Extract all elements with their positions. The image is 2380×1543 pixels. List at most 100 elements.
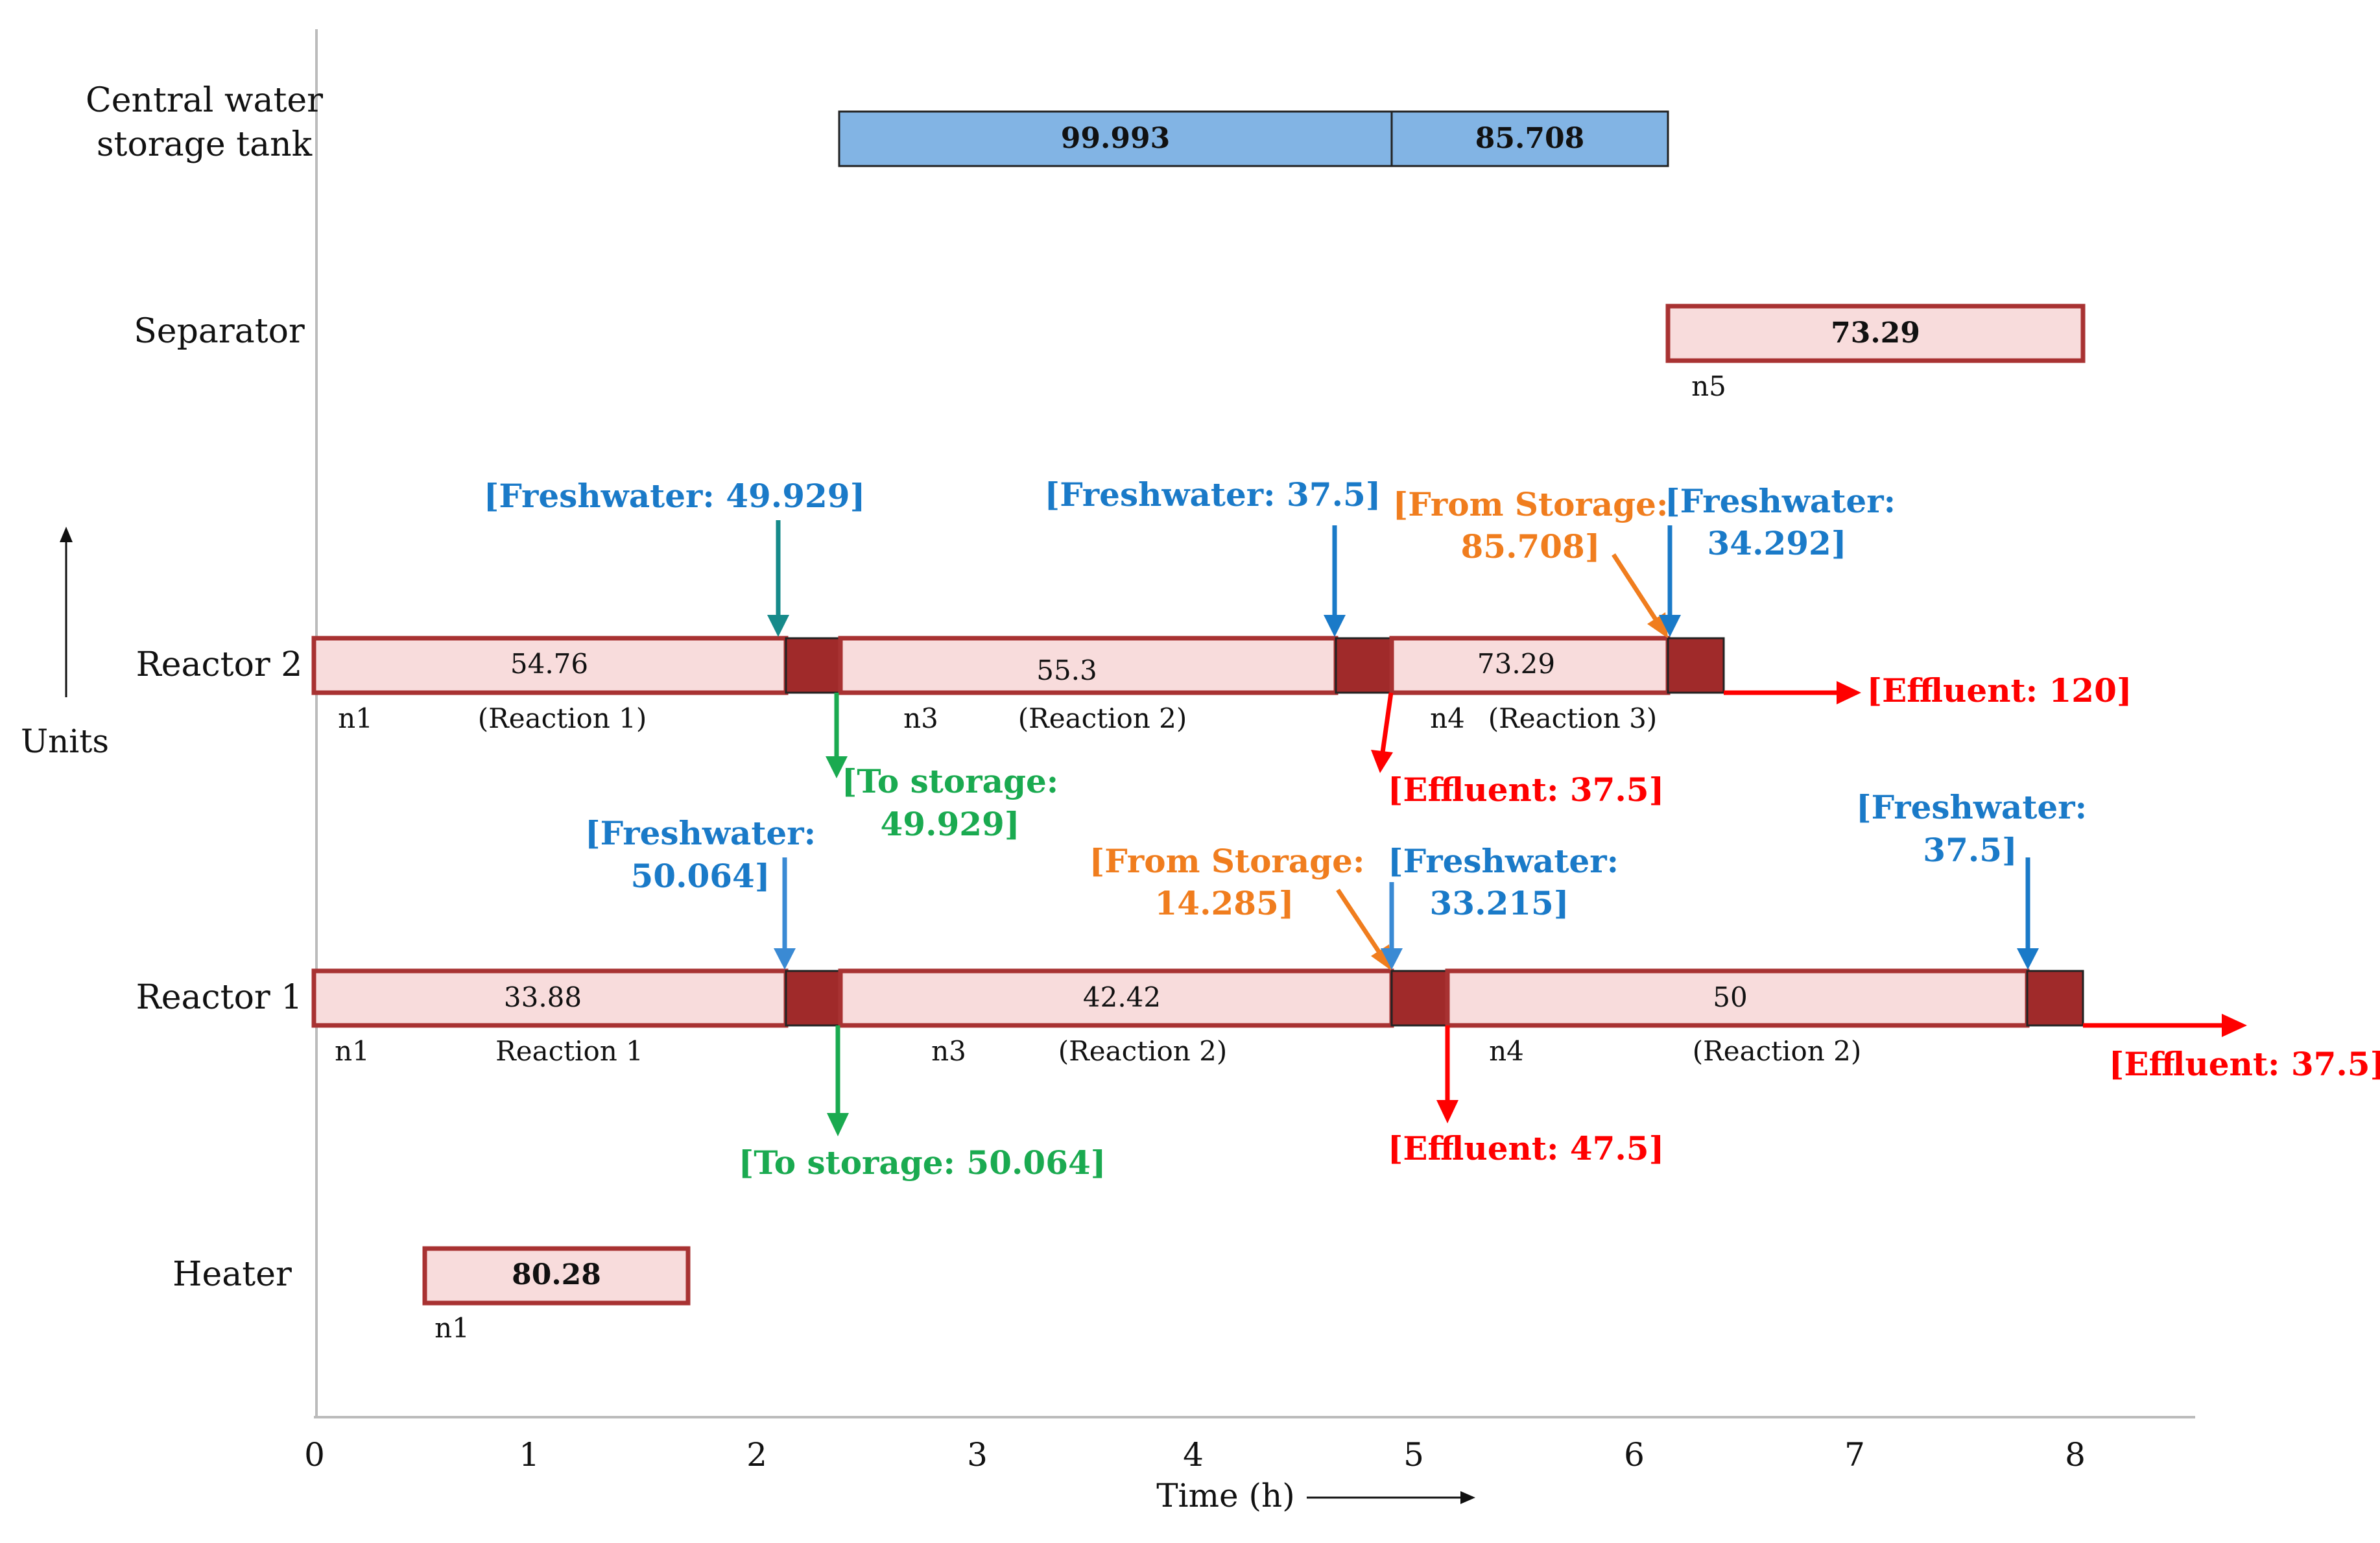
reactor2-task: (Reaction 1) bbox=[478, 702, 647, 734]
reactor1-segment bbox=[1445, 968, 2030, 1028]
x-tick-label: 3 bbox=[967, 1436, 988, 1474]
reactor1-freshwater-label: [Freshwater: bbox=[1856, 788, 2087, 826]
reactor1-effluent-label: [Effluent: 37.5] bbox=[2109, 1045, 2380, 1083]
reactor1-task: (Reaction 2) bbox=[1693, 1035, 1862, 1067]
reactor1-from-storage-arrow bbox=[1336, 889, 1391, 970]
reactor1-segment-value: 42.42 bbox=[1083, 981, 1161, 1013]
reactor2-event: n3 bbox=[903, 702, 938, 734]
reactor2-from-storage-label: 85.708] bbox=[1460, 527, 1600, 566]
unit-label-heater: Heater bbox=[173, 1255, 292, 1294]
reactor2-freshwater-label: [Freshwater: 37.5] bbox=[1045, 475, 1381, 514]
reactor1-segment-value: 50 bbox=[1713, 981, 1747, 1013]
reactor2-segment-value: 54.76 bbox=[510, 648, 588, 680]
reactor1-event: n3 bbox=[931, 1035, 966, 1067]
x-tick-label: 8 bbox=[2065, 1436, 2086, 1474]
reactor2-effluent-arrow bbox=[1371, 692, 1394, 773]
reactor1-to-storage-label: [To storage: 50.064] bbox=[739, 1143, 1106, 1182]
reactor2-bar: 54.76 55.3 73.29 n1 (Reaction 1) n3 (Rea… bbox=[311, 475, 2132, 843]
x-axis-arrow bbox=[1307, 1491, 1475, 1504]
tank-bar: 99.993 85.708 bbox=[838, 110, 1669, 167]
reactor1-transfer bbox=[1390, 970, 1449, 1027]
separator-bar: 73.29 n5 bbox=[1665, 304, 2086, 402]
reactor2-transfer bbox=[1335, 637, 1393, 694]
reactor1-freshwater-arrow bbox=[1381, 882, 1403, 970]
reactor1-freshwater-label: 50.064] bbox=[630, 857, 770, 895]
reactor2-event: n1 bbox=[338, 702, 373, 734]
reactor2-task: (Reaction 2) bbox=[1018, 702, 1187, 734]
reactor2-freshwater-label: 34.292] bbox=[1707, 524, 1846, 562]
reactor1-task: Reaction 1 bbox=[495, 1035, 643, 1067]
reactor1-freshwater-arrow bbox=[2017, 857, 2039, 970]
reactor2-task: (Reaction 3) bbox=[1488, 702, 1658, 734]
unit-label-reactor1: Reactor 1 bbox=[136, 978, 303, 1017]
tank-segment bbox=[1390, 110, 1669, 167]
reactor1-transfer bbox=[2026, 970, 2084, 1027]
unit-label-separator: Separator bbox=[134, 312, 305, 351]
reactor1-freshwater-label: [Freshwater: bbox=[1388, 842, 1619, 880]
y-axis-label: Units bbox=[21, 723, 109, 760]
heater-event: n1 bbox=[434, 1312, 470, 1344]
x-tick-label: 2 bbox=[746, 1436, 767, 1474]
reactor1-segment bbox=[311, 968, 789, 1028]
reactor2-freshwater-arrow bbox=[1324, 525, 1346, 637]
x-tick-label: 5 bbox=[1403, 1436, 1424, 1474]
reactor1-segment bbox=[838, 968, 1394, 1028]
separator-value: 73.29 bbox=[1831, 317, 1920, 350]
x-tick-label: 4 bbox=[1183, 1436, 1204, 1474]
x-axis-label: Time (h) bbox=[1156, 1477, 1294, 1514]
reactor1-effluent-arrow bbox=[1436, 1025, 1458, 1123]
reactor1-from-storage-label: 14.285] bbox=[1154, 884, 1294, 922]
reactor1-task: (Reaction 2) bbox=[1058, 1035, 1228, 1067]
unit-label-tank-line2: storage tank bbox=[97, 125, 313, 164]
reactor2-from-storage-label: [From Storage: bbox=[1393, 485, 1669, 523]
reactor2-freshwater-arrow bbox=[1659, 525, 1681, 637]
reactor2-effluent-label: [Effluent: 37.5] bbox=[1388, 771, 1665, 809]
unit-label-tank-line1: Central water bbox=[86, 81, 323, 120]
x-tick-label: 0 bbox=[304, 1436, 325, 1474]
unit-labels: Central water storage tank Separator Rea… bbox=[86, 81, 323, 1294]
separator-segment bbox=[1665, 304, 2086, 363]
x-tick-label: 6 bbox=[1624, 1436, 1645, 1474]
y-axis-arrow bbox=[60, 527, 73, 697]
reactor2-transfer bbox=[1667, 637, 1725, 694]
reactor1-from-storage-label: [From Storage: bbox=[1089, 842, 1365, 880]
reactor1-segment-value: 33.88 bbox=[504, 981, 582, 1013]
reactor1-freshwater-label: 37.5] bbox=[1923, 831, 2017, 869]
reactor1-to-storage-arrow bbox=[827, 1025, 849, 1136]
x-tick-label: 7 bbox=[1844, 1436, 1865, 1474]
axes bbox=[314, 29, 2195, 1418]
separator-event: n5 bbox=[1691, 370, 1726, 402]
reactor2-event: n4 bbox=[1430, 702, 1465, 734]
reactor2-transfer bbox=[785, 637, 842, 694]
reactor2-segment-value: 55.3 bbox=[1036, 654, 1097, 686]
reactor1-freshwater-arrow bbox=[774, 857, 796, 970]
tank-segment-value: 99.993 bbox=[1061, 122, 1170, 155]
reactor2-freshwater-label: [Freshwater: 49.929] bbox=[484, 477, 866, 515]
reactor1-freshwater-label: 33.215] bbox=[1429, 884, 1569, 922]
reactor2-to-storage-label: [To storage: bbox=[842, 762, 1058, 800]
reactor1-transfer bbox=[785, 970, 842, 1027]
heater-bar: 80.28 n1 bbox=[422, 1246, 691, 1344]
heater-value: 80.28 bbox=[512, 1258, 601, 1291]
reactor1-effluent-arrow bbox=[2083, 1014, 2247, 1037]
reactor2-segment-value: 73.29 bbox=[1477, 648, 1555, 680]
reactor1-event: n4 bbox=[1489, 1035, 1524, 1067]
reactor1-effluent-label: [Effluent: 47.5] bbox=[1388, 1129, 1665, 1167]
reactor1-freshwater-label: [Freshwater: bbox=[585, 814, 816, 852]
tank-segment bbox=[838, 110, 1393, 167]
reactor2-freshwater-arrow bbox=[767, 520, 789, 637]
reactor2-segment bbox=[311, 636, 789, 695]
reactor2-segment bbox=[838, 636, 1339, 695]
x-tick-label: 1 bbox=[519, 1436, 540, 1474]
reactor2-to-storage-arrow bbox=[826, 693, 848, 778]
reactor1-bar: 33.88 42.42 50 n1 Reaction 1 n3 (Reactio… bbox=[311, 788, 2380, 1182]
x-tick-labels: 0 1 2 3 4 5 6 7 8 bbox=[304, 1436, 2086, 1474]
reactor1-event: n1 bbox=[335, 1035, 370, 1067]
reactor2-to-storage-label: 49.929] bbox=[880, 805, 1019, 843]
tank-segment-value: 85.708 bbox=[1475, 122, 1584, 155]
reactor2-from-storage-arrow bbox=[1612, 553, 1668, 638]
reactor2-freshwater-label: [Freshwater: bbox=[1665, 482, 1896, 520]
heater-segment bbox=[422, 1246, 691, 1306]
reactor2-effluent-arrow bbox=[1724, 681, 1861, 704]
